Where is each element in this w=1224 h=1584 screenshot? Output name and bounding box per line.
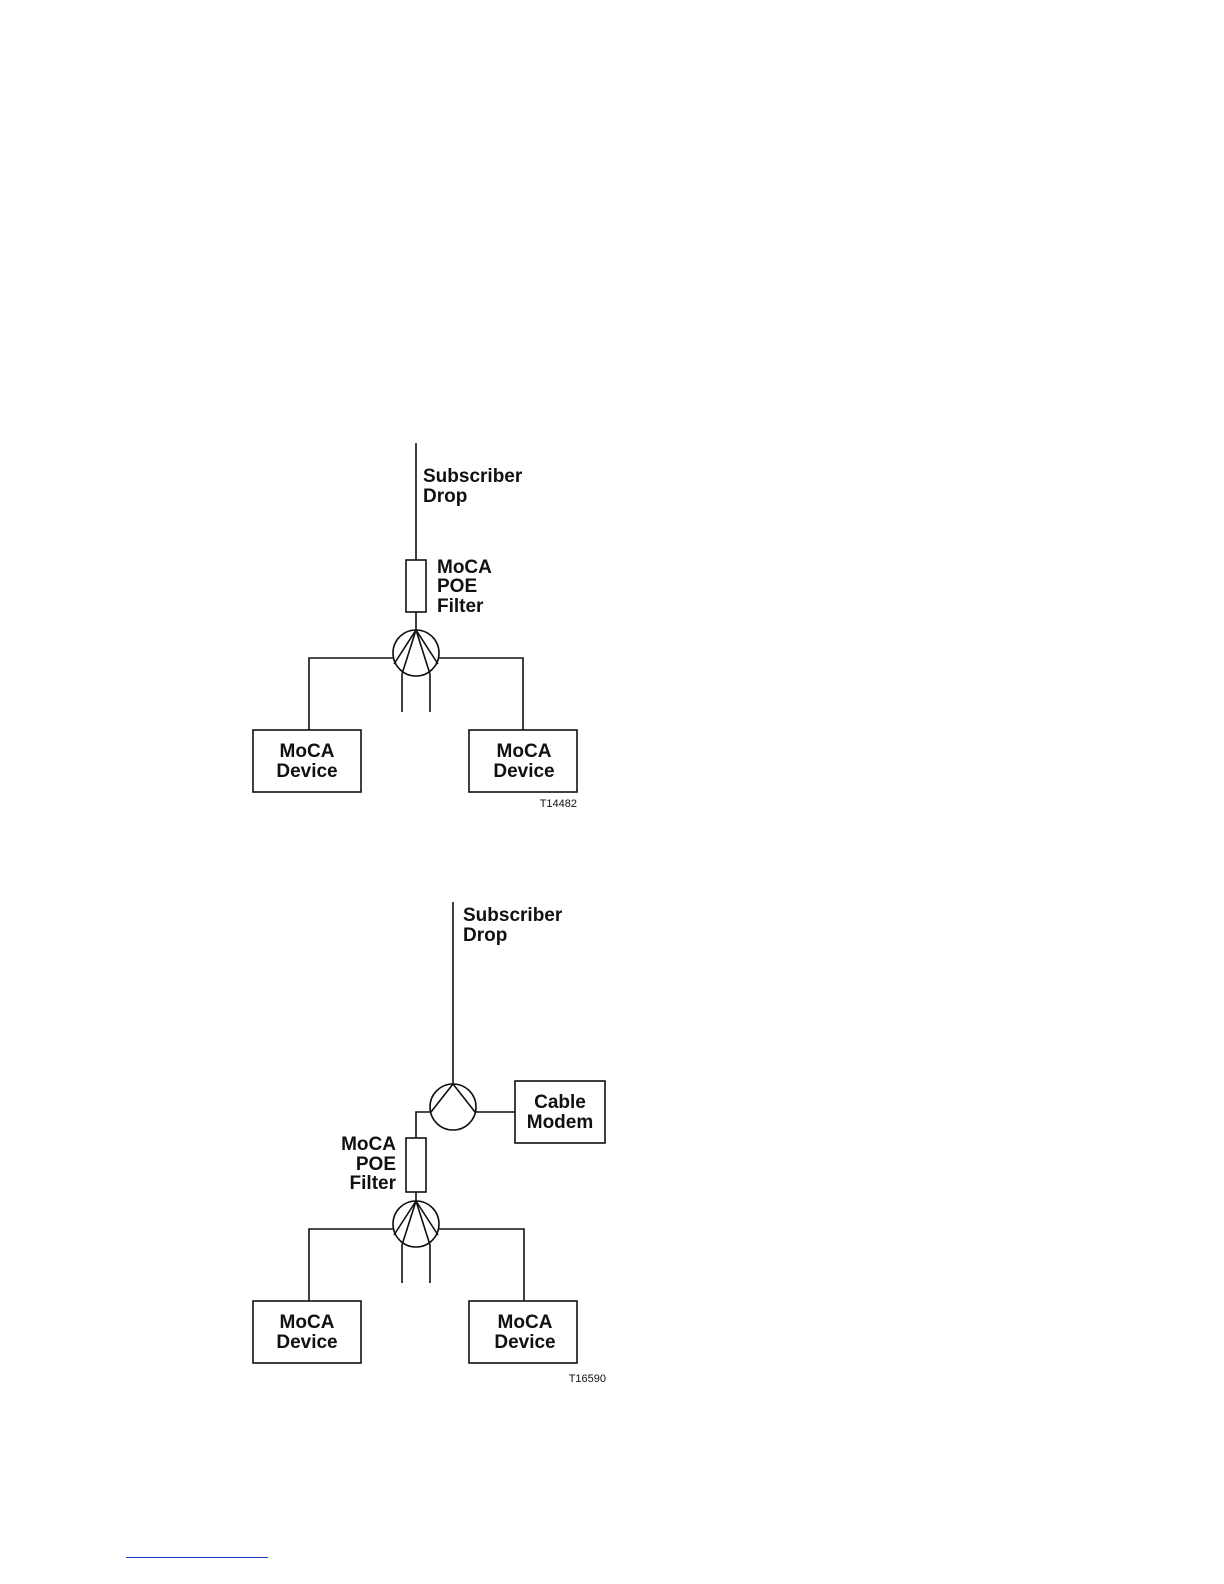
right-branch-line [439, 1229, 524, 1301]
figure-code: T14482 [540, 798, 577, 810]
left-branch-line [309, 1229, 393, 1301]
moca-device-right-label-line1: MoCA [498, 1312, 553, 1333]
subscriber-drop-label-line2: Drop [463, 925, 507, 946]
poe-filter-label-line1: MoCA [437, 557, 492, 578]
left-branch-line [309, 658, 393, 730]
diagram-2: Subscriber Drop Cable Modem MoCA POE Fil… [253, 902, 606, 1385]
subscriber-drop-label-line1: Subscriber [423, 466, 523, 487]
moca-device-left-label-line1: MoCA [280, 1312, 335, 1333]
footer-rule [126, 1557, 268, 1558]
poe-filter-label-line2: POE [437, 576, 477, 597]
moca-device-left-label-line2: Device [276, 1332, 337, 1353]
diagram-1: Subscriber Drop MoCA POE Filter MoCA Dev… [253, 443, 577, 810]
poe-filter [406, 560, 426, 612]
two-way-splitter [430, 1084, 476, 1130]
four-way-splitter [393, 1201, 439, 1283]
figure-code: T16590 [569, 1373, 606, 1385]
poe-filter-label-line3: Filter [437, 596, 484, 617]
moca-device-left-label-line1: MoCA [280, 741, 335, 762]
four-way-splitter [393, 630, 439, 712]
cable-modem-label-line1: Cable [534, 1092, 586, 1113]
moca-device-right-label-line1: MoCA [497, 741, 552, 762]
cable-modem-label-line2: Modem [527, 1112, 594, 1133]
poe-filter-label-line3: Filter [350, 1173, 397, 1194]
moca-device-right-label-line2: Device [493, 761, 554, 782]
moca-device-left-label-line2: Device [276, 761, 337, 782]
subscriber-drop-label-line1: Subscriber [463, 905, 563, 926]
splitter-to-filter-line [416, 1112, 430, 1138]
poe-filter [406, 1138, 426, 1192]
moca-device-right-label-line2: Device [494, 1332, 555, 1353]
subscriber-drop-label-line2: Drop [423, 486, 467, 507]
poe-filter-label-line2: POE [356, 1154, 396, 1175]
right-branch-line [439, 658, 523, 730]
poe-filter-label-line1: MoCA [341, 1134, 396, 1155]
